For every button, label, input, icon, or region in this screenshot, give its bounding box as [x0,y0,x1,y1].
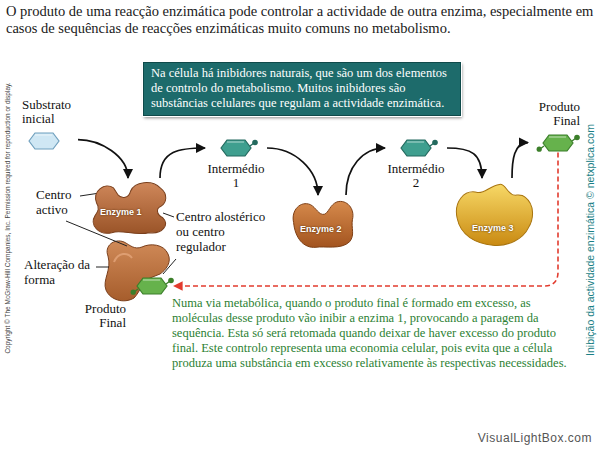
molecule-shine [143,280,160,281]
intermediate-molecule-node: Intermédio 1 [205,138,267,191]
product-molecule-node: Produto Final [78,276,174,331]
molecule-ring [401,140,431,156]
molecule-group [537,146,542,151]
prod-molecule [130,276,174,296]
molecule-shine [407,142,424,143]
molecule-group [252,140,258,146]
molecule-label: Intermédio 1 [205,162,267,191]
molecule-group [574,134,580,140]
enzyme-shape [88,178,173,236]
inhibition-arrow [174,153,558,286]
enzyme-body [293,201,353,247]
molecule-label: Produto Final [78,302,126,331]
enzyme-shape [452,178,537,250]
sub-molecule [22,131,66,151]
int-molecule [214,138,258,158]
substrate-molecule-node: Substrato inicial [22,98,78,151]
molecule-group [168,278,174,284]
product-molecule-node: Produto Final [528,100,580,153]
info-box: Na célula há inibidores naturais, que sã… [143,62,461,116]
flow-arrow [346,148,385,195]
molecule-holder [205,138,267,158]
molecule-label: Intermédio 2 [385,162,447,191]
enzyme-node: Enzyme 3 [452,178,537,250]
molecule-holder [78,276,174,296]
molecule-holder [528,133,580,153]
diagram-title: O produto de uma reacção enzimática pode… [6,3,594,38]
molecule-ring [543,135,573,151]
leader-line [163,213,174,217]
enzyme-label: Enzyme 2 [300,225,342,235]
explanation-note: Numa via metabólica, quando o produto fi… [172,296,574,371]
part-label: Alteração da forma [24,258,102,288]
molecule-group [131,290,136,295]
enzyme-node: Enzyme 1 [88,178,173,236]
box-text: Na célula há inibidores naturais, que sã… [151,66,453,111]
molecule-label: Produto Final [528,100,580,129]
intermediate-molecule-node: Intermédio 2 [385,138,447,191]
part-label: Centro alostérico ou centro regulador [176,210,276,255]
enzyme-highlight [114,254,132,262]
molecule-shine [549,136,566,137]
enzyme-shape [288,195,358,250]
prod-molecule [536,133,580,153]
flow-arrow [512,143,528,178]
enzyme-body [456,184,532,245]
part-label: Centro activo [36,188,84,218]
enzyme-label: Enzyme 3 [472,224,514,234]
molecule-label: Substrato inicial [22,98,78,127]
watermark: VisualLightBox.com [478,432,592,446]
flow-arrow [78,140,128,178]
flow-arrow [160,148,205,178]
molecule-ring [29,133,59,149]
copyright-note: Copyright © The McGraw-Hill Companies, I… [4,82,12,353]
molecule-ring [221,140,251,156]
molecule-shine [227,142,244,143]
watermark: Inibição da actividade enzimática © netx… [584,124,597,356]
leader-line [96,267,109,268]
molecule-holder [22,131,78,151]
leader-line [163,259,176,274]
flow-arrow [447,148,482,178]
molecule-ring [137,278,167,294]
molecule-group [432,140,438,146]
flow-arrow [267,148,318,195]
molecule-shine [35,134,52,135]
int-molecule [394,138,438,158]
molecule-holder [385,138,447,158]
inhibited-enzyme [105,241,169,301]
enzyme-body [93,183,165,234]
enzyme-node: Enzyme 2 [288,195,358,250]
enzyme-label: Enzyme 1 [100,208,142,218]
